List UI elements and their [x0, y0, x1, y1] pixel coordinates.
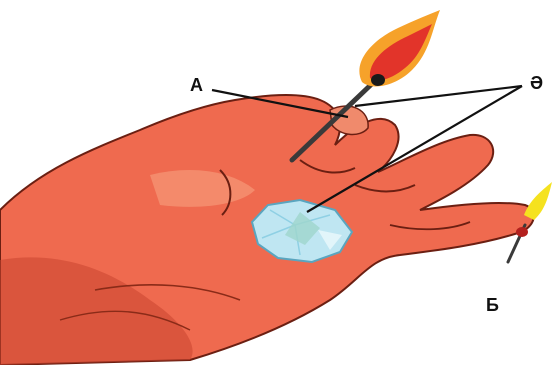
- label-a: А: [190, 76, 203, 94]
- match-flame-icon: [359, 10, 440, 86]
- leader-line-schwa-1: [355, 86, 522, 106]
- label-schwa: Ә: [530, 74, 543, 92]
- label-b: Б: [486, 296, 499, 314]
